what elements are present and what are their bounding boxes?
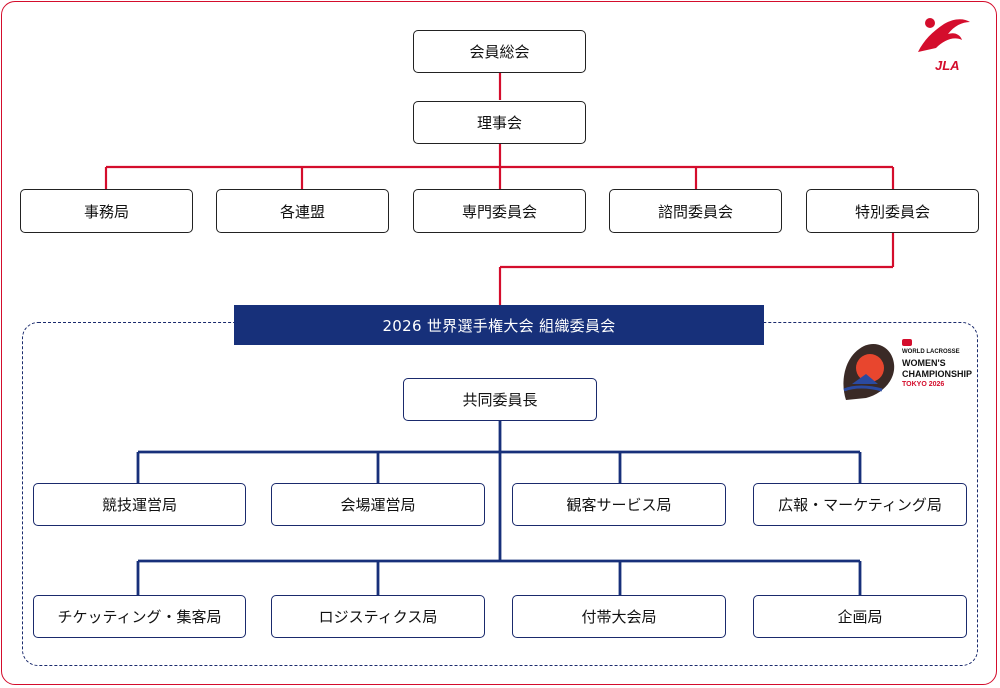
department-label: 各連盟 <box>279 202 325 221</box>
jla-logo-icon <box>918 18 970 52</box>
bureau-label: 会場運営局 <box>340 496 416 514</box>
bureau-label: 企画局 <box>837 608 883 626</box>
world-championship-logo-icon <box>843 344 895 400</box>
bureau-label: 広報・マーケティング局 <box>778 496 942 514</box>
wc-line2: CHAMPIONSHIP <box>902 369 973 379</box>
department-label: 諮問委員会 <box>657 202 733 221</box>
wc-line3: TOKYO 2026 <box>902 381 945 388</box>
bureau-node: 企画局 <box>753 595 967 638</box>
bureau-node: 広報・マーケティング局 <box>753 483 967 526</box>
bureau-label: ロジスティクス局 <box>318 608 438 626</box>
bureau-label: 付帯大会局 <box>581 608 657 626</box>
department-node: 諮問委員会 <box>609 189 782 233</box>
department-node: 各連盟 <box>216 189 389 233</box>
department-node: 専門委員会 <box>413 189 586 233</box>
wc-brand-badge <box>902 339 912 346</box>
co-chair-label: 共同委員長 <box>462 391 538 409</box>
bureau-node: ロジスティクス局 <box>271 595 485 638</box>
bureau-node: チケッティング・集客局 <box>33 595 246 638</box>
jla-logo-text: JLA <box>935 58 960 73</box>
bureau-label: チケッティング・集客局 <box>57 608 222 626</box>
wc-line1: WOMEN'S <box>902 358 946 368</box>
bureau-node: 観客サービス局 <box>512 483 726 526</box>
wc-brand-text: WORLD LACROSSE <box>902 349 960 355</box>
board-node: 理事会 <box>413 101 586 144</box>
board-label: 理事会 <box>476 114 522 132</box>
general-meeting-label: 会員総会 <box>469 43 530 61</box>
department-node: 事務局 <box>20 189 193 233</box>
department-label: 専門委員会 <box>461 202 537 221</box>
organizing-committee-banner: 2026 世界選手権大会 組織委員会 <box>234 305 764 345</box>
general-meeting-node: 会員総会 <box>413 30 586 73</box>
department-label: 特別委員会 <box>854 202 930 221</box>
organizing-committee-title: 2026 世界選手権大会 組織委員会 <box>382 316 616 335</box>
bureau-node: 会場運営局 <box>271 483 485 526</box>
bureau-label: 競技運営局 <box>101 496 177 514</box>
bureau-label: 観客サービス局 <box>566 496 672 514</box>
co-chair-node: 共同委員長 <box>403 378 597 421</box>
department-node: 特別委員会 <box>806 189 979 233</box>
department-label: 事務局 <box>83 202 129 221</box>
bureau-node: 競技運営局 <box>33 483 246 526</box>
bureau-node: 付帯大会局 <box>512 595 726 638</box>
